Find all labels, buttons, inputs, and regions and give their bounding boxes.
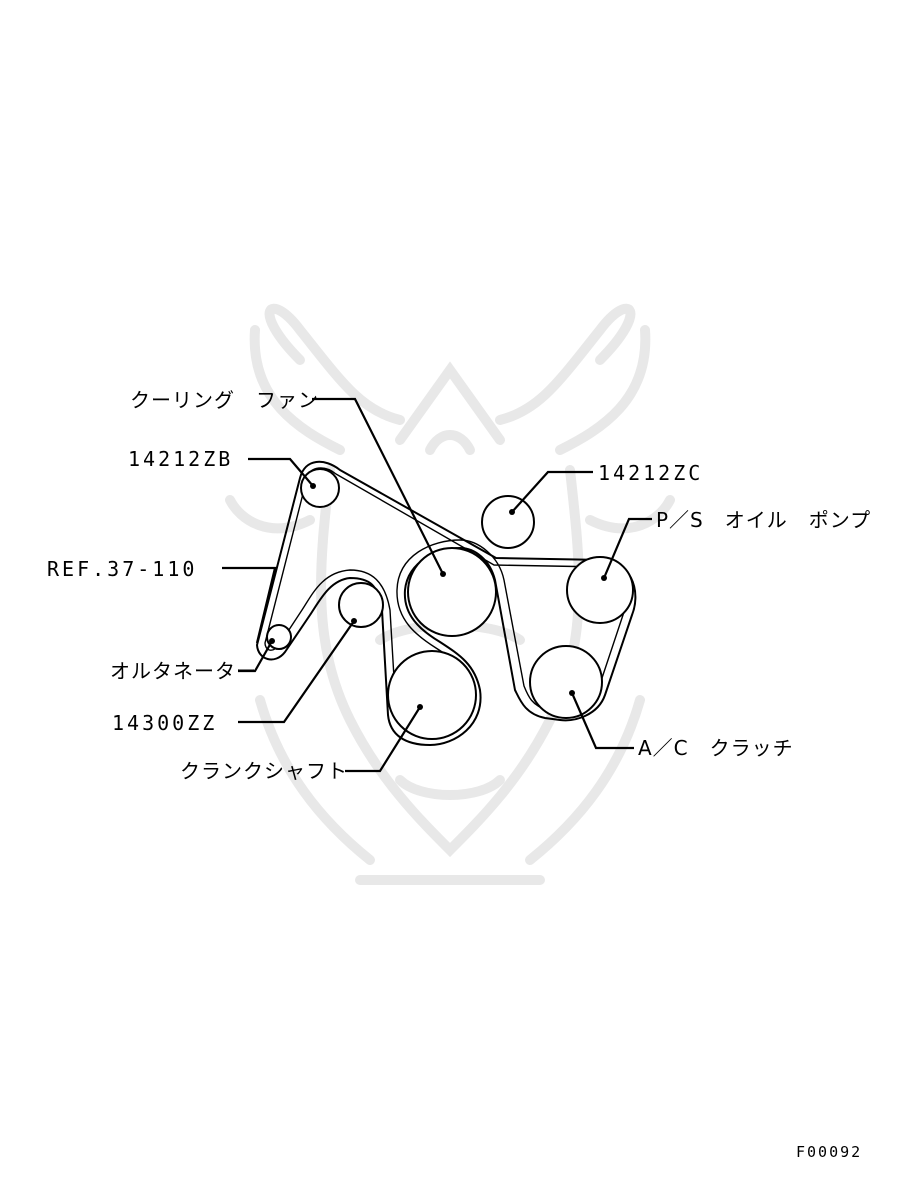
- pulleys: [266, 468, 634, 740]
- ac-clutch-pulley: [529, 645, 603, 719]
- label-14212zc: 14212ZC: [598, 461, 703, 485]
- ps-oil-pump-pulley: [566, 556, 634, 624]
- label-ps-oil-pump: P／S オイル ポンプ: [656, 508, 871, 532]
- crankshaft-pulley: [387, 650, 477, 740]
- label-cooling-fan: クーリング ファン: [130, 388, 319, 412]
- cooling-fan-pulley: [407, 547, 497, 637]
- label-14300zz: 14300ZZ: [112, 711, 217, 735]
- figure-id: F00092: [796, 1143, 862, 1161]
- leader-lines: [222, 397, 652, 773]
- label-ref-37-110: REF.37-110: [47, 557, 197, 581]
- label-ac-clutch: A／C クラッチ: [638, 736, 794, 760]
- label-14212zb: 14212ZB: [128, 447, 233, 471]
- label-alternator: オルタネーター: [110, 659, 257, 683]
- idler-pulley-14212zb: [300, 468, 340, 508]
- idler-pulley-14300zz: [338, 582, 384, 628]
- label-crankshaft: クランクシャフト: [180, 759, 348, 783]
- idler-pulley-14212zc: [481, 495, 535, 549]
